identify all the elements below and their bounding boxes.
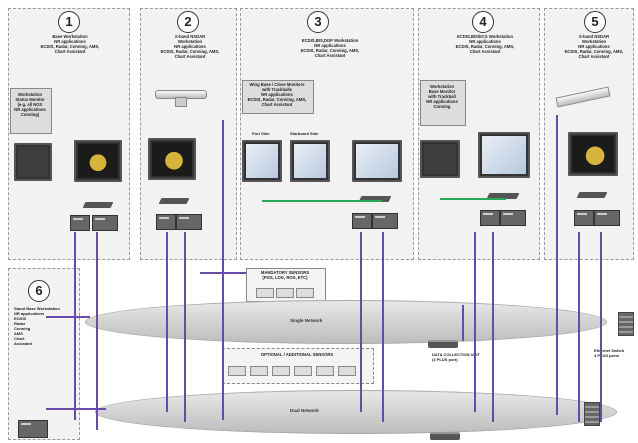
link-2 <box>166 232 168 412</box>
monitor-3a <box>242 140 282 182</box>
link-5a <box>556 115 558 415</box>
link-6b <box>46 316 90 318</box>
panel-sub-4: Workstation Base Monitor with Trackball … <box>426 84 458 109</box>
link-3b <box>382 232 384 422</box>
panel-number-5: 5 <box>584 11 606 33</box>
monitor-5 <box>568 132 618 176</box>
link-sensors <box>200 272 246 274</box>
data-collection-unit <box>428 340 458 348</box>
data-collection-label: DATA COLLECTION UNIT (4 PLUS port) <box>432 352 480 362</box>
panel-title-5: S-band NSDAR Workstation NR applications… <box>564 34 624 59</box>
panel-number-1: 1 <box>58 11 80 33</box>
monitor-1a <box>14 143 52 181</box>
mandatory-sensors-label: MANDATORY SENSORS (PGS, LOG, ROS, ETC) <box>260 270 310 280</box>
dual-network-label: Dual Network <box>290 408 319 413</box>
sensor-box-3 <box>296 288 314 298</box>
panel-sub-3: Wing Base / Close Monitors with Trackbal… <box>247 82 307 107</box>
workstation-panel-6 <box>8 268 80 440</box>
processor-unit-6 <box>18 420 48 438</box>
monitor-4b <box>478 132 530 178</box>
link-1 <box>74 232 76 420</box>
opt-sensor-1 <box>228 366 246 376</box>
link-2b <box>184 232 186 422</box>
sync-link-3 <box>262 200 382 202</box>
ethernet-switch-rack-2 <box>584 402 600 426</box>
wing-monitors-note <box>242 80 314 114</box>
opt-sensor-4 <box>294 366 312 376</box>
radar-antenna-2 <box>155 90 207 107</box>
opt-sensor-6 <box>338 366 356 376</box>
processor-unit-2 <box>176 214 202 230</box>
processor-unit-1 <box>92 215 118 231</box>
sensor-box-2 <box>276 288 294 298</box>
processor-unit-5b <box>574 210 594 226</box>
link-2c <box>222 120 224 420</box>
link-5b <box>578 232 580 422</box>
panel-title-2: X-band NSDAR Workstation NR applications… <box>160 34 220 59</box>
status-monitor-note-1 <box>10 88 52 134</box>
radar-antenna-5 <box>555 86 611 108</box>
panel-number-6: 6 <box>28 280 50 302</box>
processor-unit-3b <box>352 213 372 229</box>
dual-network <box>95 390 617 434</box>
ethernet-switch-label: Ethernet Switch 4 PLUS ports <box>594 348 625 358</box>
panel-sub-1: Workstation Status Monitor (e.g. all NOS… <box>14 92 46 117</box>
link-4a <box>474 232 476 412</box>
panel-title-3: ECDIS,BIS,DGP Workstation NR application… <box>300 38 360 58</box>
base-monitor-note-4 <box>420 80 466 126</box>
processor-unit-3 <box>372 213 398 229</box>
monitor-1b <box>74 140 122 182</box>
sensor-box-1 <box>256 288 274 298</box>
panel-title-1: Base Workstation NR applications ECDIS, … <box>40 34 100 54</box>
data-collection-unit-2 <box>430 432 460 440</box>
processor-unit-2b <box>156 214 176 230</box>
opt-sensor-3 <box>272 366 290 376</box>
monitor-3b <box>290 140 330 182</box>
ethernet-switch-rack <box>618 312 634 336</box>
optional-sensors-label: OPTIONAL / ADDITIONAL SENSORS <box>260 352 334 357</box>
sync-link-4 <box>440 198 506 200</box>
link-3a <box>360 232 362 412</box>
panel-number-2: 2 <box>177 11 199 33</box>
opt-sensor-5 <box>316 366 334 376</box>
opt-sensor-2 <box>250 366 268 376</box>
link-4b <box>492 232 494 422</box>
processor-unit-1b <box>70 215 90 231</box>
keyboard-2 <box>158 198 190 204</box>
panel-title-6: Stand Base Workstation NR applications E… <box>14 306 60 346</box>
keyboard-1 <box>82 202 114 208</box>
monitor-3c <box>352 140 402 182</box>
keyboard-5 <box>576 192 608 198</box>
single-network <box>85 300 607 344</box>
monitor-2 <box>148 138 196 180</box>
port-side-label: Port Side <box>252 131 270 136</box>
link-1b <box>96 232 98 430</box>
processor-unit-5 <box>594 210 620 226</box>
processor-unit-4b <box>480 210 500 226</box>
link-5c <box>600 232 602 422</box>
monitor-4a <box>420 140 460 178</box>
panel-number-4: 4 <box>472 11 494 33</box>
link-dcu <box>462 305 464 341</box>
panel-number-3: 3 <box>307 11 329 33</box>
link-6 <box>46 408 106 410</box>
processor-unit-4 <box>500 210 526 226</box>
single-network-label: Single Network <box>290 318 323 323</box>
starboard-side-label: Starboard Side <box>290 131 319 136</box>
panel-title-4: ECDIS,BIS/ECS Workstation NR application… <box>455 34 515 54</box>
